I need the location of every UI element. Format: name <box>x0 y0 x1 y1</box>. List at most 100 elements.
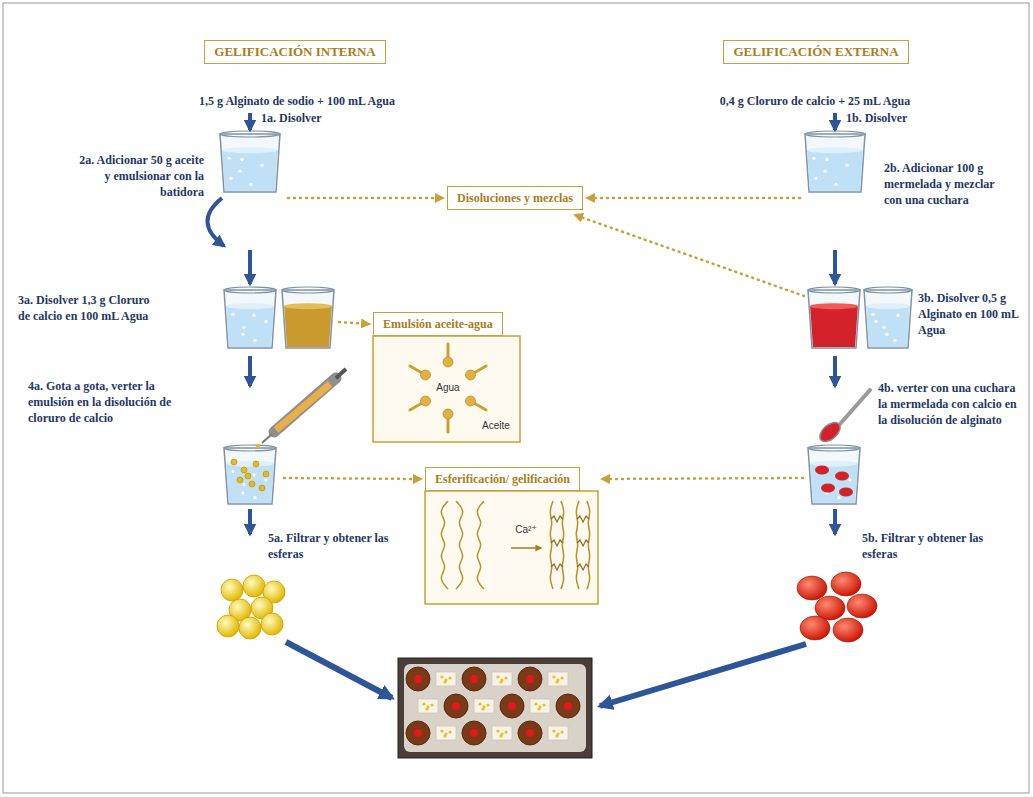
jam-blob <box>835 472 849 481</box>
toast <box>444 694 468 718</box>
bubble <box>252 314 255 317</box>
box-text: Emulsión aceite-agua <box>383 316 493 332</box>
crosslink <box>551 540 563 546</box>
crosslink <box>577 564 589 570</box>
ingredient-text: 1,5 g Alginato de sodio + 100 mL Agua <box>199 93 395 109</box>
beaker-liquid <box>810 464 858 503</box>
jam-sphere <box>470 675 478 683</box>
jam-blob <box>839 488 853 497</box>
illustration-label: Agua <box>436 382 459 394</box>
bubble <box>252 473 255 476</box>
oil-drop <box>245 473 251 479</box>
oil-sphere <box>478 702 481 705</box>
beaker-rim <box>864 287 912 293</box>
beaker-liquid <box>222 150 278 191</box>
oil-sphere <box>217 615 239 637</box>
polymer-chain <box>477 501 484 589</box>
cheese <box>492 726 512 740</box>
oil-sphere <box>560 730 563 733</box>
bubble <box>825 158 828 161</box>
oil-drop <box>259 485 265 491</box>
surfactant-tail <box>410 404 421 411</box>
beaker-rim <box>808 445 860 451</box>
oil-sphere <box>560 676 563 679</box>
oil-sphere <box>425 707 428 710</box>
surfactant-tail <box>447 419 450 432</box>
step-text: 3b. Disolver 0,5 g Alginato en 100 mL Ag… <box>918 290 1024 338</box>
oil-sphere <box>448 676 451 679</box>
section-header: GELIFICACIÓN INTERNA <box>204 40 385 64</box>
box-text: Esferificación/ gelificación <box>435 471 570 487</box>
oil-sphere <box>221 579 243 601</box>
toast <box>406 721 430 745</box>
beaker-liquid <box>226 306 274 347</box>
bubble <box>834 183 837 186</box>
oil-drop <box>249 481 255 487</box>
bubble <box>241 333 244 336</box>
surfactant-tail <box>475 404 486 411</box>
beaker-glass <box>808 448 860 504</box>
jam-sphere <box>526 729 534 737</box>
liquid-surface <box>810 461 858 467</box>
jam-sphere <box>508 702 516 710</box>
beaker <box>805 131 865 192</box>
illustration-label: Aceite <box>482 420 510 432</box>
beaker-rim <box>224 287 276 293</box>
surfactant-head <box>466 370 476 380</box>
surfactant-head <box>443 357 453 367</box>
jam-sphere <box>470 729 478 737</box>
jam-sphere <box>831 572 861 596</box>
bubble <box>241 491 244 494</box>
oil-sphere <box>239 617 261 639</box>
cheese <box>418 699 438 713</box>
toast <box>462 721 486 745</box>
page-frame <box>3 3 1029 793</box>
bubble <box>848 478 851 481</box>
oil-sphere <box>537 707 540 710</box>
oil-sphere <box>534 702 537 705</box>
beaker-glass <box>282 290 334 348</box>
jam-sphere <box>833 618 863 642</box>
beaker-rim <box>220 131 280 137</box>
cheese <box>530 699 550 713</box>
toast <box>462 667 486 691</box>
crosslink <box>551 564 563 570</box>
syringe-liquid <box>276 384 330 430</box>
spoon-bowl <box>816 419 843 445</box>
flow-arrow <box>248 113 252 130</box>
beaker-glass <box>805 134 865 192</box>
liquid-surface <box>226 303 274 309</box>
beaker-glass <box>864 290 912 348</box>
crosslink <box>551 516 563 522</box>
bubble <box>240 158 243 161</box>
beaker-glass <box>808 290 860 348</box>
oil-sphere <box>243 575 265 597</box>
beaker-rim <box>805 131 865 137</box>
beaker <box>864 287 912 348</box>
bubble <box>249 183 252 186</box>
bubble <box>837 496 840 499</box>
oil-drop <box>253 461 259 467</box>
jam-sphere <box>414 729 422 737</box>
concept-box: Emulsión aceite-agua <box>373 312 503 336</box>
beaker-liquid <box>810 306 858 347</box>
surfactant-head <box>420 396 430 406</box>
bubble <box>882 326 885 329</box>
step-text: 2a. Adicionar 50 g aceite y emulsionar c… <box>78 152 204 200</box>
polymer-chain <box>561 501 564 589</box>
result-arrow <box>600 644 806 706</box>
step-text: 4a. Gota a gota, verter la emulsión en l… <box>28 378 178 426</box>
syringe-plunger <box>336 369 346 378</box>
polymer-chain <box>550 501 553 589</box>
stir-arrow <box>207 198 224 246</box>
jam-blob <box>815 466 829 475</box>
oil-sphere <box>430 703 433 706</box>
surfactant-head <box>443 409 453 419</box>
oil-sphere <box>552 729 555 732</box>
beaker-glass <box>220 134 280 192</box>
polymer-chain <box>576 501 579 589</box>
oil-drop <box>263 471 269 477</box>
oil-sphere <box>443 680 446 683</box>
bubble <box>812 157 815 160</box>
